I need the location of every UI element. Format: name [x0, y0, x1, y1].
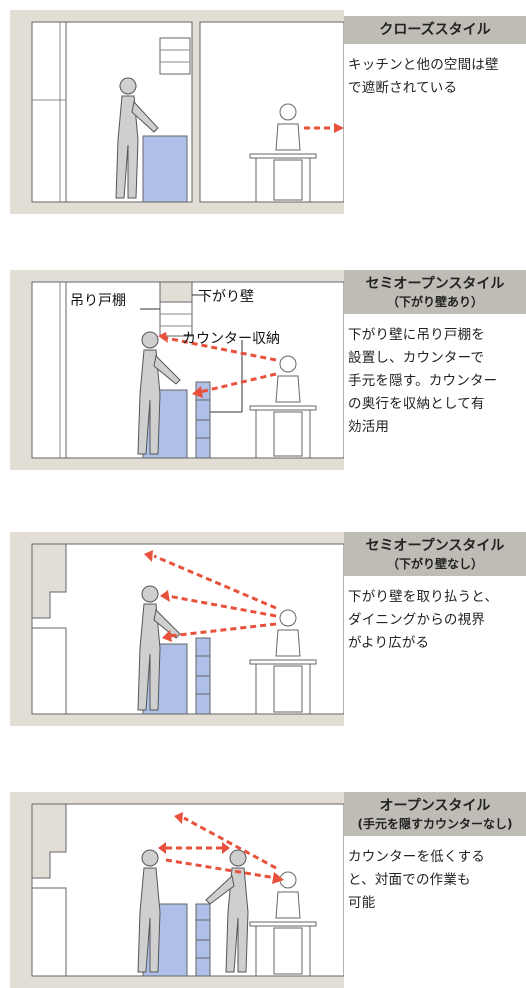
- cook-figure: [115, 77, 159, 199]
- section-title: セミオープンスタイル（下がり壁あり）: [344, 270, 526, 314]
- counter-storage-label: カウンター収納: [182, 331, 280, 347]
- semi-open-dropped-wall-diagram: 吊り戸棚 下がり壁 カウンター収納: [10, 270, 344, 470]
- semi-open-no-dropped-wall-diagram: [10, 532, 344, 726]
- open-style-diagram: [10, 792, 344, 988]
- section-description: カウンターを低くする と、対面での作業も 可能: [348, 849, 485, 911]
- section-title: オープンスタイル(手元を隠すカウンターなし): [344, 792, 526, 836]
- open-style-info: オープンスタイル(手元を隠すカウンターなし) カウンターを低くする と、対面での…: [344, 792, 526, 915]
- dropped-wall-label: 下がり壁: [198, 289, 254, 305]
- hanging-cabinet-label: 吊り戸棚: [70, 293, 126, 309]
- closed-style-diagram: [10, 10, 344, 214]
- diner-figure: [273, 103, 303, 201]
- section-description: 下がり壁を取り払うと、 ダイニングからの視界 がより広がる: [348, 589, 499, 651]
- semi-open-dropped-wall-info: セミオープンスタイル（下がり壁あり） 下がり壁に吊り戸棚を 設置し、カウンターで…: [344, 270, 526, 439]
- closed-style-info: クローズスタイル キッチンと他の空間は壁 で遮断されている: [344, 16, 526, 100]
- section-description: 下がり壁に吊り戸棚を 設置し、カウンターで 手元を隠す。カウンター の奥行を収納…: [348, 327, 498, 435]
- section-title: セミオープンスタイル（下がり壁なし）: [344, 532, 526, 576]
- semi-open-no-dropped-wall-info: セミオープンスタイル（下がり壁なし） 下がり壁を取り払うと、 ダイニングからの視…: [344, 532, 526, 655]
- section-title: クローズスタイル: [344, 16, 526, 44]
- section-description: キッチンと他の空間は壁 で遮断されている: [348, 57, 499, 96]
